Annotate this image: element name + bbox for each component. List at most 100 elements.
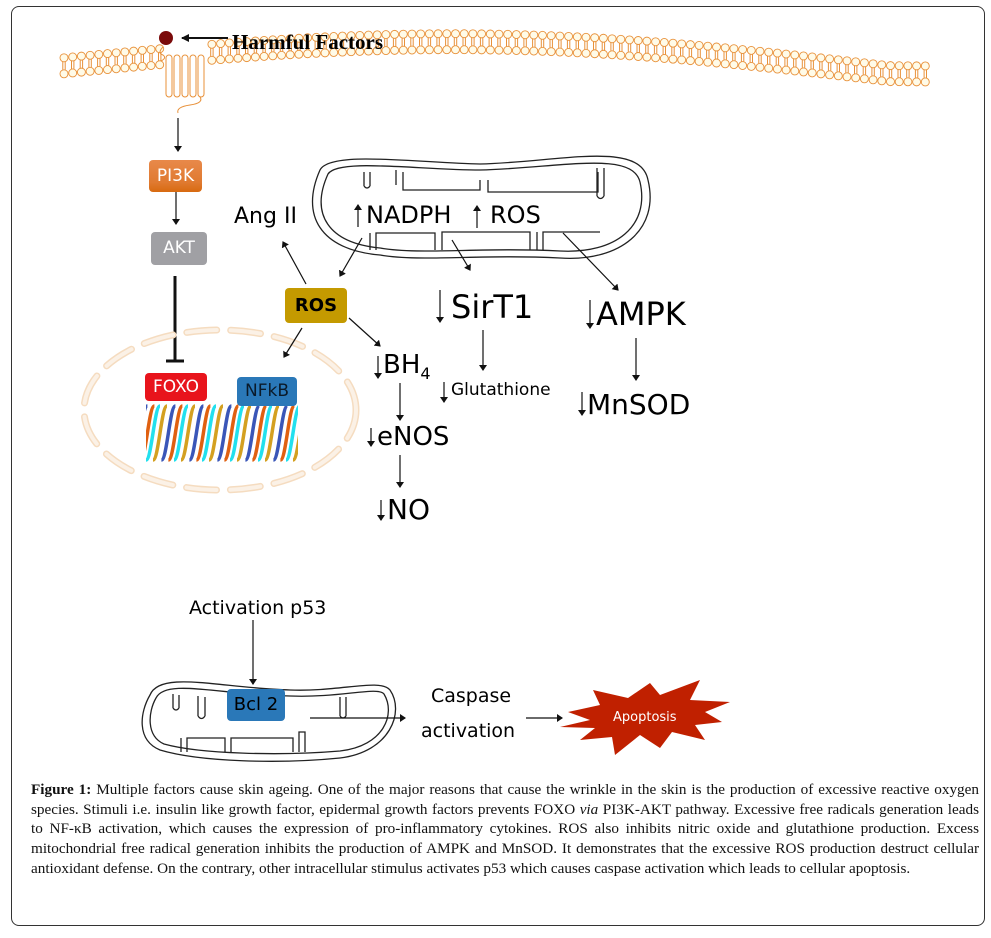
- lipid: [903, 77, 913, 87]
- lipid: [442, 45, 452, 55]
- lipid: [216, 39, 226, 49]
- lipid: [746, 45, 756, 55]
- lipid: [250, 36, 260, 46]
- lipid: [129, 46, 139, 56]
- lipid: [224, 38, 234, 48]
- lipid: [851, 73, 861, 83]
- lipid: [520, 30, 530, 40]
- lipid: [94, 65, 104, 75]
- lipid: [398, 29, 408, 39]
- mitochondrion-icon: [311, 155, 651, 259]
- lipid: [216, 55, 226, 65]
- arrow-nadph-ros: [339, 237, 363, 277]
- lipid: [642, 52, 652, 62]
- lipid: [477, 45, 487, 55]
- lipid: [416, 29, 426, 39]
- lipid: [268, 35, 278, 45]
- arrow-ros-bh4: [348, 317, 381, 347]
- dna-strand: [146, 404, 162, 462]
- lipid: [329, 48, 339, 57]
- lipid: [764, 63, 774, 73]
- lipid: [233, 53, 243, 63]
- foxo-node: FOXO: [145, 373, 207, 401]
- lipid: [346, 47, 356, 57]
- bcl2-node: Bcl 2: [227, 689, 285, 721]
- lipid: [320, 32, 330, 42]
- lipid: [572, 32, 582, 42]
- lipid: [451, 29, 460, 39]
- lipid: [659, 54, 669, 63]
- lipid: [398, 45, 408, 55]
- lipid: [772, 64, 782, 74]
- dna-strand: [172, 404, 190, 462]
- lipid: [529, 30, 539, 40]
- nadph-label: NADPH: [366, 201, 452, 229]
- ang-ii-label: Ang II: [234, 204, 297, 229]
- lipid: [120, 47, 130, 57]
- dna-strand: [256, 404, 274, 462]
- lipid: [94, 49, 104, 59]
- lipid: [746, 61, 756, 71]
- lipid: [277, 50, 286, 60]
- dna-strand: [278, 404, 297, 462]
- bh4-label: BH4: [383, 350, 431, 384]
- lipid: [103, 65, 112, 75]
- lipid: [651, 53, 661, 63]
- lipid: [407, 29, 417, 39]
- dna-strand: [125, 406, 139, 460]
- lipid: [842, 72, 852, 82]
- lipid: [598, 33, 608, 43]
- lipid: [329, 32, 339, 41]
- pi3k-node: PI3K: [149, 160, 202, 192]
- lipid: [294, 49, 304, 59]
- lipid: [207, 55, 217, 65]
- dna-strand: [159, 404, 178, 462]
- mnsod-label: MnSOD: [587, 388, 691, 421]
- lipid: [625, 35, 634, 45]
- dna-strand: [243, 404, 262, 462]
- lipid: [851, 57, 861, 67]
- lipid: [390, 45, 400, 55]
- lipid: [886, 61, 895, 71]
- lipid: [451, 45, 460, 55]
- lipid: [311, 32, 321, 42]
- lipid: [816, 69, 826, 79]
- akt-node: AKT: [151, 232, 207, 265]
- lipid: [503, 29, 513, 39]
- lipid: [381, 30, 391, 40]
- lipid: [529, 46, 539, 56]
- lipid: [137, 45, 147, 55]
- lipid: [859, 74, 869, 84]
- lipid: [807, 52, 817, 62]
- ampk-label: AMPK: [596, 295, 686, 333]
- lipid: [494, 29, 504, 39]
- lipid: [894, 77, 904, 87]
- lipid: [825, 54, 835, 64]
- lipid: [424, 45, 434, 55]
- lipid: [320, 48, 330, 58]
- lipid: [390, 29, 400, 39]
- dna-strand: [215, 404, 234, 462]
- lipid: [433, 45, 443, 55]
- lipid: [920, 77, 930, 87]
- ros-node: ROS: [285, 288, 347, 323]
- lipid: [555, 47, 565, 57]
- dna-strand: [118, 406, 132, 460]
- lipid: [242, 53, 252, 63]
- lipid: [520, 46, 530, 56]
- dna-strand: [250, 404, 269, 462]
- lipid: [738, 45, 748, 54]
- lipid: [581, 48, 591, 58]
- lipid: [459, 45, 469, 55]
- dna-strand: [179, 404, 197, 462]
- lipid: [859, 58, 869, 68]
- lipid: [790, 66, 800, 76]
- lipid: [85, 66, 95, 76]
- lipid: [659, 38, 669, 47]
- lipid: [155, 60, 165, 70]
- lipid: [729, 60, 739, 70]
- figure-caption: Figure 1: Multiple factors cause skin ag…: [31, 781, 979, 877]
- lipid: [616, 50, 626, 60]
- lipid: [433, 29, 443, 39]
